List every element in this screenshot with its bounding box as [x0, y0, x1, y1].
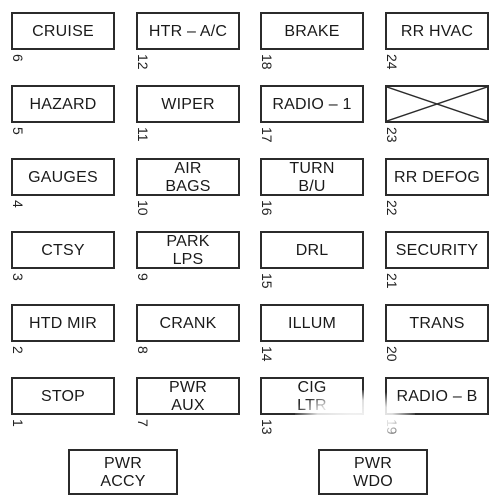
fuse-number: 8	[135, 346, 151, 354]
fuse-label-line2: BAGS	[165, 177, 211, 195]
fuse-label: CTSY	[41, 241, 85, 259]
fuse-label: STOP	[40, 387, 86, 405]
fuse-label: AIR	[174, 159, 202, 177]
fuse-number: 20	[384, 346, 400, 362]
fuse-number: 15	[259, 273, 275, 289]
fuse-number: 11	[135, 127, 151, 142]
fuse-label: RR HVAC	[400, 22, 474, 40]
fuse-8-box: CRANK	[136, 304, 240, 342]
fuse-label-line2: ACCY	[100, 472, 146, 490]
fuse-number: 21	[384, 273, 400, 289]
fuse-23-box	[385, 85, 489, 123]
fuse-label: CRANK	[159, 314, 217, 332]
fuse-number: 1	[10, 419, 26, 427]
fuse-label: RR DEFOG	[393, 168, 481, 186]
fuse-14-box: ILLUM	[260, 304, 364, 342]
fuse-label: HTR – A/C	[148, 22, 228, 40]
fuse-number: 18	[259, 54, 275, 70]
fuse-label: SECURITY	[395, 241, 479, 259]
fuse-number: 16	[259, 200, 275, 216]
fuse-label: RADIO – 1	[272, 95, 352, 113]
fuse-label: TRANS	[409, 314, 465, 332]
watermark-smudge	[295, 390, 415, 445]
fuse-label: HAZARD	[29, 95, 97, 113]
fuse-label: PWR	[354, 454, 392, 472]
fuse-label-line2: AUX	[171, 396, 205, 414]
fuse-number: 24	[384, 54, 400, 70]
fuse-number: 7	[135, 419, 151, 427]
fuse-18-box: BRAKE	[260, 12, 364, 50]
fuse-number: 10	[135, 200, 151, 216]
fuse-12-box: HTR – A/C	[136, 12, 240, 50]
fuse-20-box: TRANS	[385, 304, 489, 342]
fuse-label: PWR	[104, 454, 142, 472]
fuse-number: 2	[10, 346, 26, 354]
fuse-number: 5	[10, 127, 26, 135]
fuse-label: GAUGES	[28, 168, 98, 186]
fuse-21-box: SECURITY	[385, 231, 489, 269]
fuse-label-line2: B/U	[298, 177, 326, 195]
fuse-label: RADIO – B	[396, 387, 478, 405]
fuse-number: 23	[384, 127, 400, 143]
fuse-label: WIPER	[161, 95, 215, 113]
fuse-label-line2: WDO	[353, 472, 393, 490]
fuse-label: BRAKE	[284, 22, 340, 40]
fuse-number: 22	[384, 200, 400, 216]
fuse-15-box: DRL	[260, 231, 364, 269]
fuse-number: 4	[10, 200, 26, 208]
fuse-number: 6	[10, 54, 26, 62]
fuse-label: DRL	[295, 241, 329, 259]
fuse-4-box: GAUGES	[11, 158, 115, 196]
fuse-3-box: CTSY	[11, 231, 115, 269]
fuse-label: ILLUM	[287, 314, 337, 332]
fuse-number: 14	[259, 346, 275, 362]
fuse-11-box: WIPER	[136, 85, 240, 123]
fuse-label: HTD MIR	[28, 314, 98, 332]
fuse-number: 9	[135, 273, 151, 281]
fuse-label: CRUISE	[32, 22, 94, 40]
fuse-number: 13	[259, 419, 275, 435]
fuse-2-box: HTD MIR	[11, 304, 115, 342]
fuse-6-box: CRUISE	[11, 12, 115, 50]
fuse-label: PARK	[166, 232, 210, 250]
fuse-number: 12	[135, 54, 151, 70]
fuse-number: 3	[10, 273, 26, 281]
fuse-5-box: HAZARD	[11, 85, 115, 123]
fuse-label-line2: LPS	[172, 250, 204, 268]
fuse-label: PWR	[169, 378, 207, 396]
fuse-17-box: RADIO – 1	[260, 85, 364, 123]
fuse-24-box: RR HVAC	[385, 12, 489, 50]
fuse-1-box: STOP	[11, 377, 115, 415]
fuse-22-box: RR DEFOG	[385, 158, 489, 196]
empty-slot-x-icon	[387, 87, 487, 121]
fuse-label: TURN	[289, 159, 335, 177]
fuse-number: 17	[259, 127, 275, 143]
